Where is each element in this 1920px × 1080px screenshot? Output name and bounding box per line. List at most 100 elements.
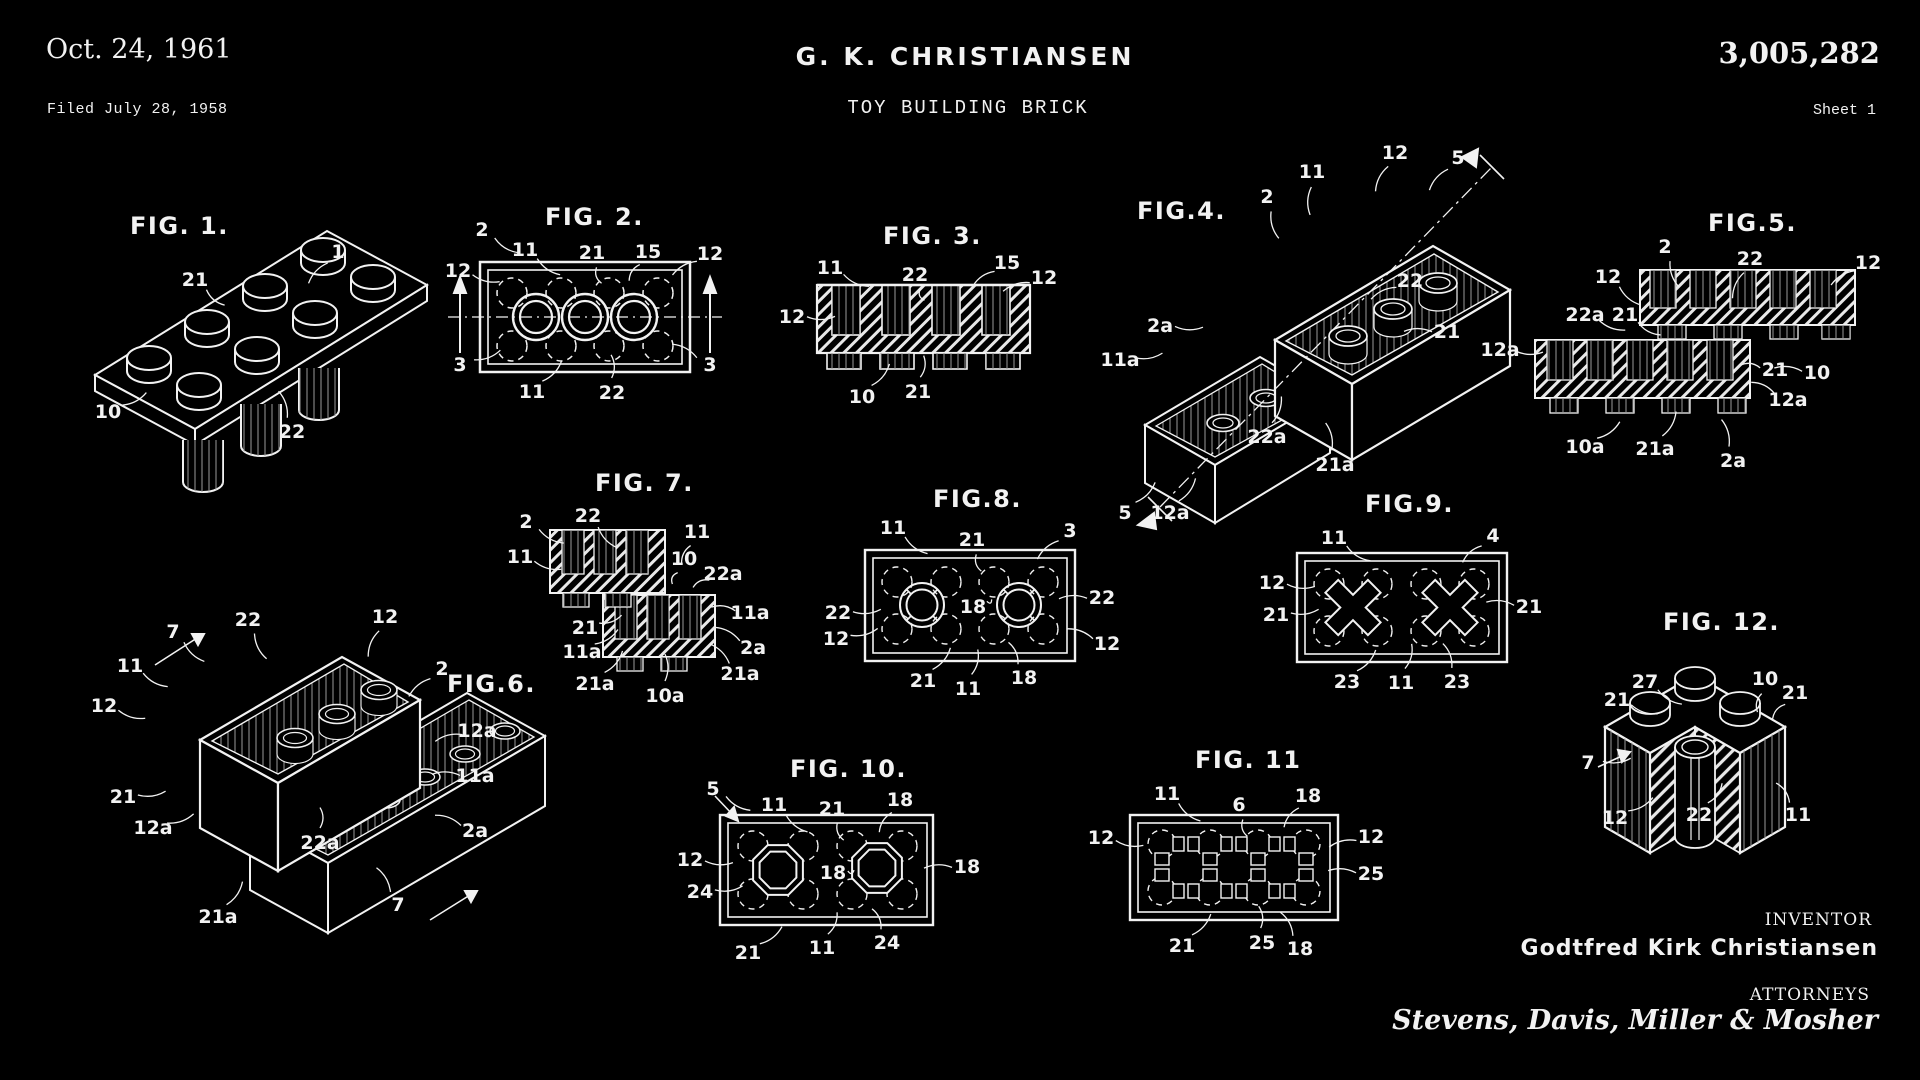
ref-numeral: 12 [1087, 827, 1115, 849]
ref-numeral: 2 [1260, 186, 1274, 208]
figure-4-drawing [1135, 147, 1513, 531]
ref-numeral: 22 [574, 505, 602, 527]
ref-numeral: 12 [822, 628, 850, 650]
ref-numeral: 24 [873, 932, 901, 954]
figure-12-label: FIG. 12. [1663, 608, 1781, 636]
ref-numeral: 22a [1247, 426, 1287, 448]
ref-numeral: 11a [1100, 349, 1140, 371]
figure-8-label: FIG.8. [933, 485, 1022, 513]
ref-numeral: 12 [371, 606, 399, 628]
ref-numeral: 22 [1736, 248, 1764, 270]
ref-numeral: 22a [300, 832, 340, 854]
ref-numeral: 12 [1258, 572, 1286, 594]
figure-9-label: FIG.9. [1365, 490, 1454, 518]
ref-numeral: 11 [879, 517, 907, 539]
ref-numeral: 22 [234, 609, 262, 631]
ref-numeral: 11 [116, 655, 144, 677]
ref-numeral: 22 [1088, 587, 1116, 609]
ref-numeral: 18 [953, 856, 981, 878]
ref-numeral: 21 [734, 942, 762, 964]
ref-numeral: 23 [1333, 671, 1361, 693]
ref-numeral: 3 [1063, 520, 1077, 542]
figure-12-drawing [1597, 666, 1788, 855]
ref-numeral: 21 [578, 242, 606, 264]
ref-numeral: 18 [1294, 785, 1322, 807]
ref-numeral: 12 [676, 849, 704, 871]
figure-8-drawing [863, 548, 1077, 663]
ref-numeral: 21 [1781, 682, 1809, 704]
figure-5-label: FIG.5. [1708, 209, 1797, 237]
ref-numeral: 7 [166, 621, 180, 643]
ref-numeral: 12a [1150, 502, 1190, 524]
ref-numeral: 22 [278, 421, 306, 443]
figure-10-label: FIG. 10. [790, 755, 908, 783]
ref-numeral: 7 [391, 894, 405, 916]
ref-numeral: 21 [909, 670, 937, 692]
ref-numeral: 11 [1320, 527, 1348, 549]
ref-numeral: 2 [1658, 236, 1672, 258]
ref-numeral: 21 [1433, 321, 1461, 343]
figure-11-drawing [1128, 813, 1340, 922]
ref-numeral: 5 [1118, 502, 1132, 524]
ref-numeral: 12 [444, 260, 472, 282]
ref-numeral: 21 [181, 269, 209, 291]
ref-numeral: 22 [824, 602, 852, 624]
ref-numeral: 1 [331, 241, 345, 263]
ref-numeral: 2a [739, 637, 767, 659]
ref-numeral: 10a [1565, 436, 1605, 458]
ref-numeral: 11 [816, 257, 844, 279]
ref-numeral: 10 [848, 386, 876, 408]
ref-numeral: 11a [562, 641, 602, 663]
figure-1: FIG. 1. 21 1 10 22 [80, 200, 440, 493]
ref-numeral: 21 [1515, 596, 1543, 618]
ref-numeral: 21 [109, 786, 137, 808]
ref-numeral: 11 [760, 794, 788, 816]
ref-numeral: 21a [1635, 438, 1675, 460]
ref-numeral: 2a [1146, 315, 1174, 337]
ref-numeral: 12 [90, 695, 118, 717]
ref-numeral: 12 [696, 243, 724, 265]
figure-7-label: FIG. 7. [595, 469, 694, 497]
figure-9-drawing [1295, 551, 1509, 664]
inventor-name: Godtfred Kirk Christiansen [1520, 936, 1878, 961]
figure-1-label: FIG. 1. [130, 212, 229, 240]
ref-numeral: 5 [706, 778, 720, 800]
figure-3-label: FIG. 3. [883, 222, 982, 250]
ref-numeral: 11 [1298, 161, 1326, 183]
ref-numeral: 22 [1396, 270, 1424, 292]
patent-number: 3,005,282 [1718, 36, 1880, 70]
ref-numeral: 11 [511, 239, 539, 261]
ref-numeral: 10 [94, 401, 122, 423]
ref-numeral: 12 [778, 306, 806, 328]
ref-numeral: 3 [453, 354, 467, 376]
ref-numeral: 21 [818, 798, 846, 820]
ref-numeral: 15 [993, 252, 1021, 274]
ref-numeral: 23 [1443, 671, 1471, 693]
ref-numeral: 21 [958, 529, 986, 551]
ref-numeral: 11a [455, 765, 495, 787]
ref-numeral: 18 [819, 862, 847, 884]
ref-numeral: 10 [1751, 668, 1779, 690]
ref-numeral: 12 [1093, 633, 1121, 655]
attorneys-label: ATTORNEYS [1749, 985, 1870, 1005]
ref-numeral: 21a [720, 663, 760, 685]
sheet-number: Sheet 1 [1812, 102, 1876, 119]
figure-11-label: FIG. 11 [1195, 746, 1302, 774]
ref-numeral: 12 [1357, 826, 1385, 848]
ref-numeral: 10 [670, 548, 698, 570]
ref-numeral: 21 [1168, 935, 1196, 957]
ref-numeral: 3 [703, 354, 717, 376]
ref-numeral: 25 [1248, 932, 1276, 954]
patent-title: TOY BUILDING BRICK [847, 97, 1089, 119]
figure-6-label: FIG.6. [447, 670, 536, 698]
ref-numeral: 12a [1480, 339, 1520, 361]
ref-numeral: 11a [730, 602, 770, 624]
